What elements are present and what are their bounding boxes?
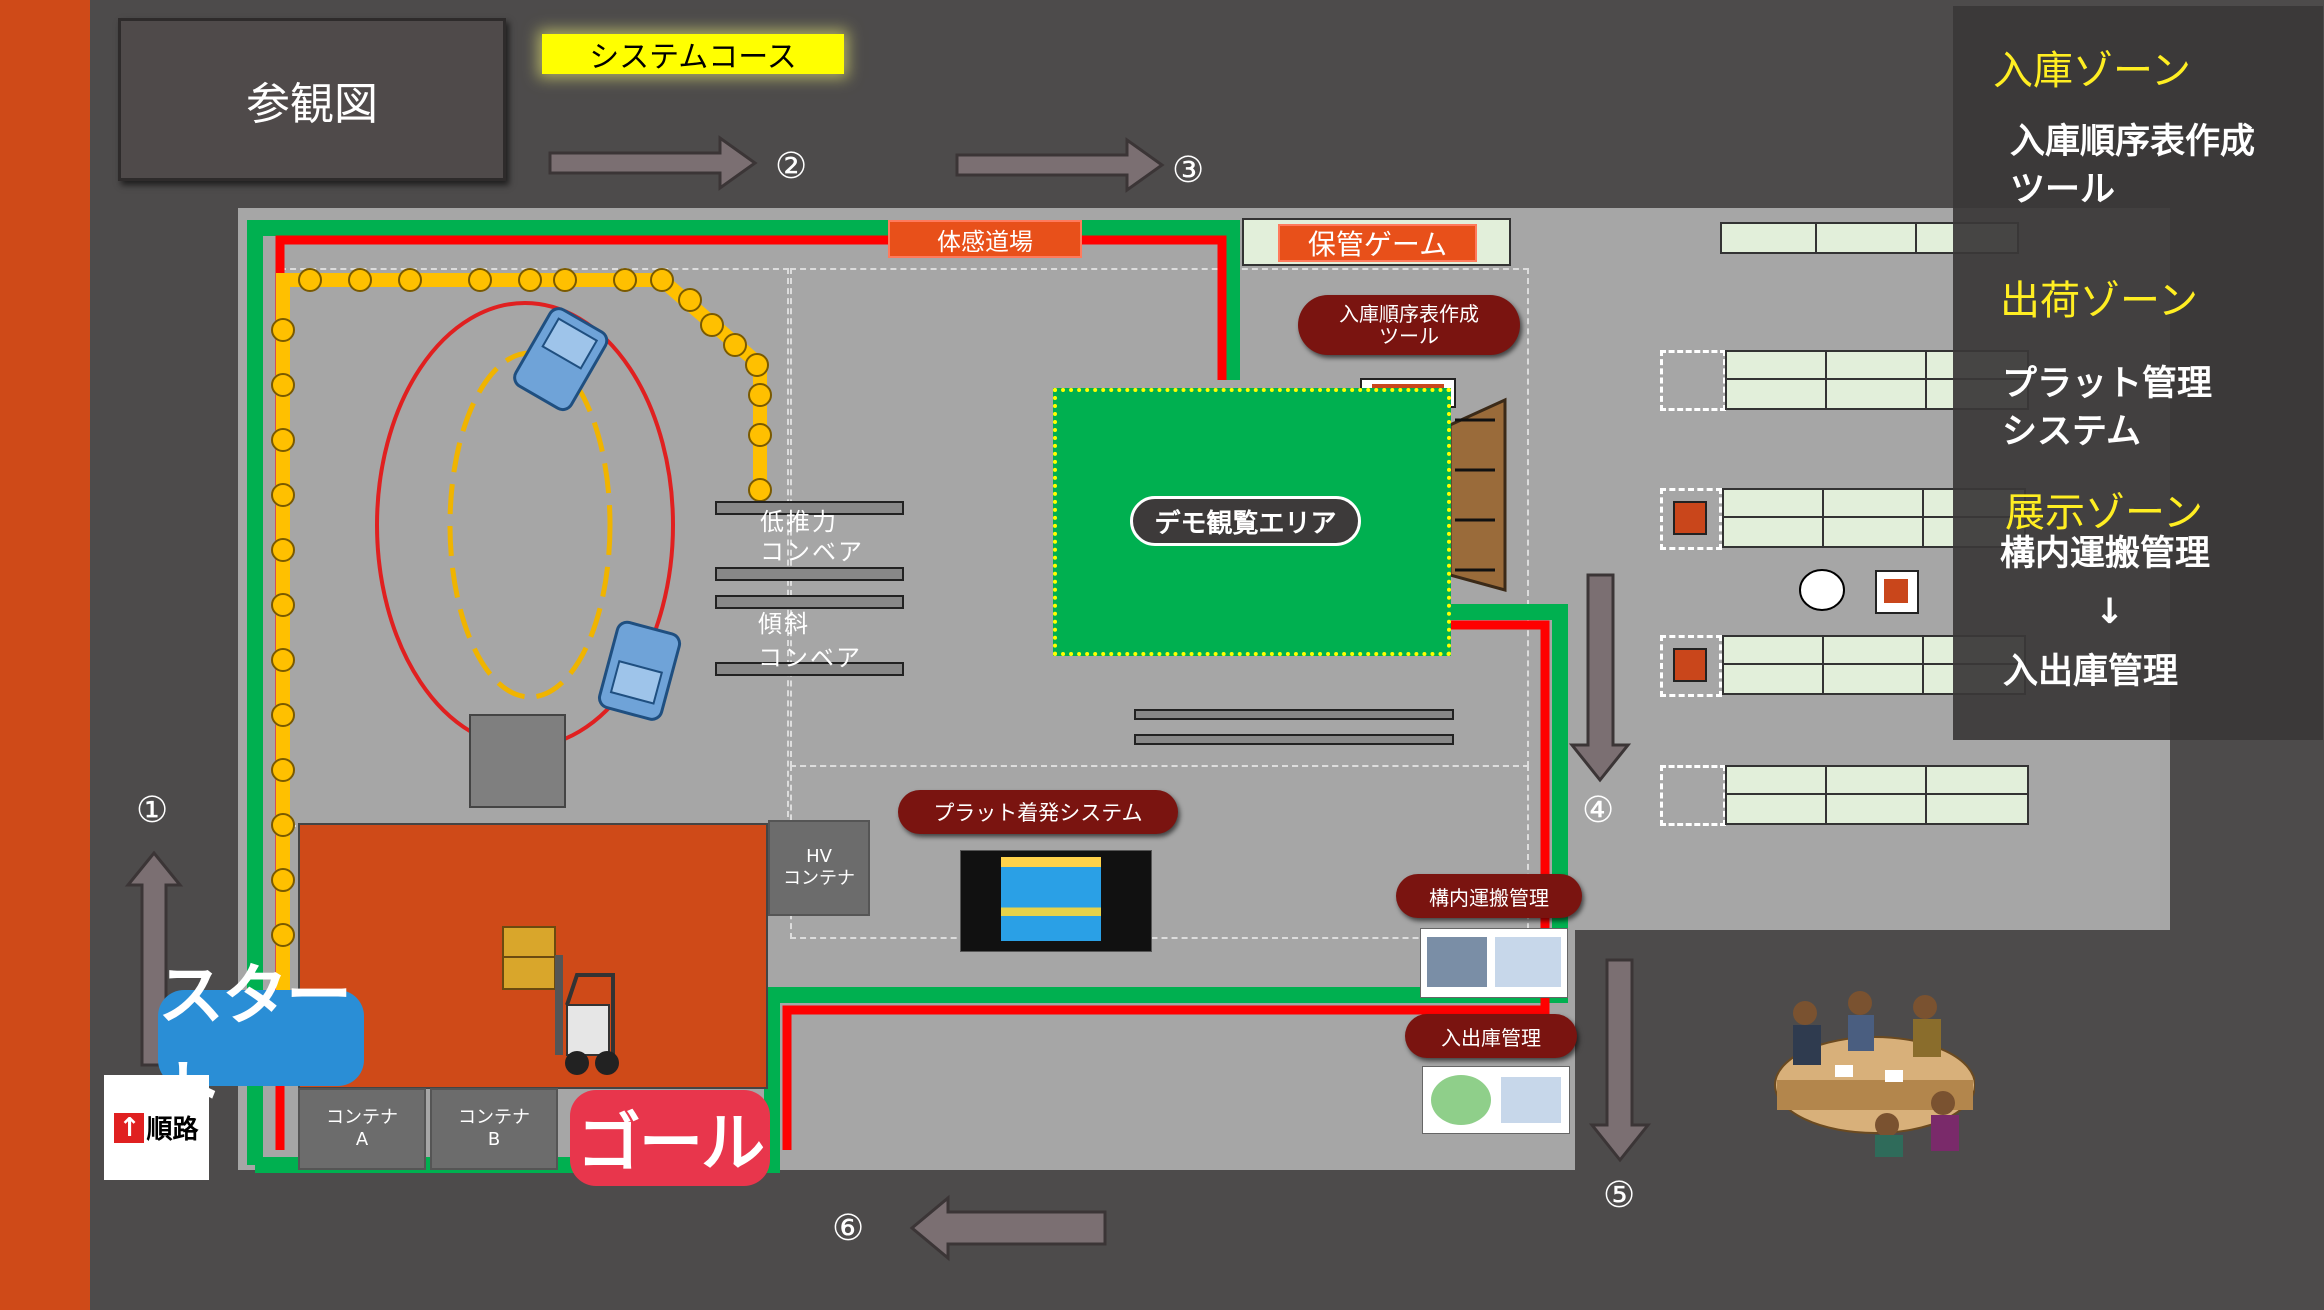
container-a-line-1: コンテナ (326, 1107, 398, 1128)
page-title: 参観図 (118, 18, 506, 181)
up-arrow-icon: ↑ (114, 1112, 145, 1143)
dock-slot (1660, 350, 1726, 411)
nyushukko-pill: 入出庫管理 (1405, 1014, 1577, 1058)
rack (1722, 635, 1826, 667)
nyuko-tool-pill: 入庫順序表作成ツール (1298, 295, 1520, 355)
rack (1925, 793, 2029, 825)
nyushukko-screen-img (1431, 1075, 1491, 1125)
station (1875, 570, 1919, 614)
arrow-right-icon (548, 135, 758, 191)
rack (1825, 378, 1929, 410)
goal-label: ゴール (570, 1090, 770, 1186)
outbound-item-line-1: プラット管理 (2002, 364, 2213, 404)
station-icon (1884, 579, 1908, 603)
container-a-line-2: A (355, 1129, 369, 1150)
agv-icon (597, 620, 682, 721)
outbound-zone-item: プラット管理 システム (2002, 360, 2212, 456)
hv-line-1: HV (806, 846, 832, 867)
rack (1720, 222, 1819, 254)
course-label: システムコース (542, 34, 844, 75)
zone-panel (1953, 6, 2323, 740)
dock-slot (1660, 765, 1726, 826)
dock-slot (1660, 635, 1722, 697)
route-legend: ↑ 順路 (104, 1075, 209, 1180)
low-thrust-line-1: 低推力 (760, 508, 838, 536)
step-1: ① (136, 790, 169, 831)
demo-area-label: デモ観覧エリア (1130, 496, 1361, 546)
station-icon (1673, 501, 1707, 535)
incline-conveyor-label: 傾斜 コンベア (758, 610, 862, 672)
container-b-line-1: コンテナ (458, 1107, 530, 1128)
taikan-dojo-label: 体感道場 (888, 220, 1082, 258)
rack (1822, 663, 1926, 695)
outbound-item-line-2: システム (2002, 412, 2141, 452)
display-zone-item-2: 入出庫管理 (2003, 652, 2179, 692)
incline-line-2: コンベア (758, 644, 862, 672)
rack (1725, 378, 1829, 410)
rack (1815, 222, 1919, 254)
route-legend-label: 順路 (146, 1115, 199, 1145)
rack (1722, 663, 1826, 695)
plat-screen-chart (1001, 857, 1101, 941)
inbound-zone-title: 入庫ゾーン (1993, 48, 2191, 94)
dock-slot (1660, 488, 1722, 550)
forklift-icon (502, 926, 619, 1075)
plat-screen (960, 850, 1152, 952)
incline-line-1: 傾斜 (758, 610, 810, 638)
nyushukko-screen (1422, 1066, 1570, 1134)
rack (1825, 793, 1929, 825)
inbound-item-line-2: ツール (2010, 170, 2116, 210)
low-thrust-conveyor-label: 低推力 コンベア (760, 508, 864, 566)
rack (1722, 516, 1826, 548)
kounai-screen (1420, 928, 1568, 998)
low-thrust-line-2: コンベア (760, 538, 864, 566)
pill-line-2: ツール (1379, 324, 1439, 348)
step-6: ⑥ (832, 1208, 865, 1249)
container-b-line-2: B (487, 1129, 501, 1150)
down-arrow-icon: ↓ (2095, 592, 2125, 632)
station-icon (1673, 648, 1707, 682)
rack (1725, 350, 1829, 382)
outbound-zone-title: 出荷ゾーン (2000, 278, 2198, 324)
step-4: ④ (1582, 790, 1615, 831)
rack (1822, 488, 1926, 520)
inbound-item-line-1: 入庫順序表作成 (2010, 122, 2256, 162)
nyushukko-screen-img (1501, 1077, 1561, 1123)
hokan-game-label: 保管ゲーム (1278, 224, 1477, 262)
inbound-zone-item: 入庫順序表作成 ツール (2010, 118, 2255, 214)
display-zone-item-1: 構内運搬管理 (2000, 534, 2211, 574)
hv-line-2: コンテナ (783, 868, 855, 889)
kounai-screen-img (1427, 937, 1487, 987)
agv-icon (513, 307, 609, 412)
kounai-screen-img (1495, 937, 1561, 987)
display-zone-title: 展示ゾーン (2005, 490, 2203, 536)
start-label: スタート (158, 957, 364, 1130)
meeting-icon (1774, 991, 1975, 1157)
step-3: ③ (1172, 150, 1205, 191)
kounai-pill: 構内運搬管理 (1396, 874, 1582, 918)
arrow-right-icon (955, 137, 1165, 193)
left-edge-bar (0, 0, 90, 1310)
step-5: ⑤ (1603, 1175, 1636, 1216)
plat-system-pill: プラット着発システム (898, 790, 1178, 834)
pill-line-1: 入庫順序表作成 (1339, 302, 1479, 326)
step-2: ② (775, 146, 808, 187)
rack (1725, 793, 1829, 825)
rack (1822, 516, 1926, 548)
